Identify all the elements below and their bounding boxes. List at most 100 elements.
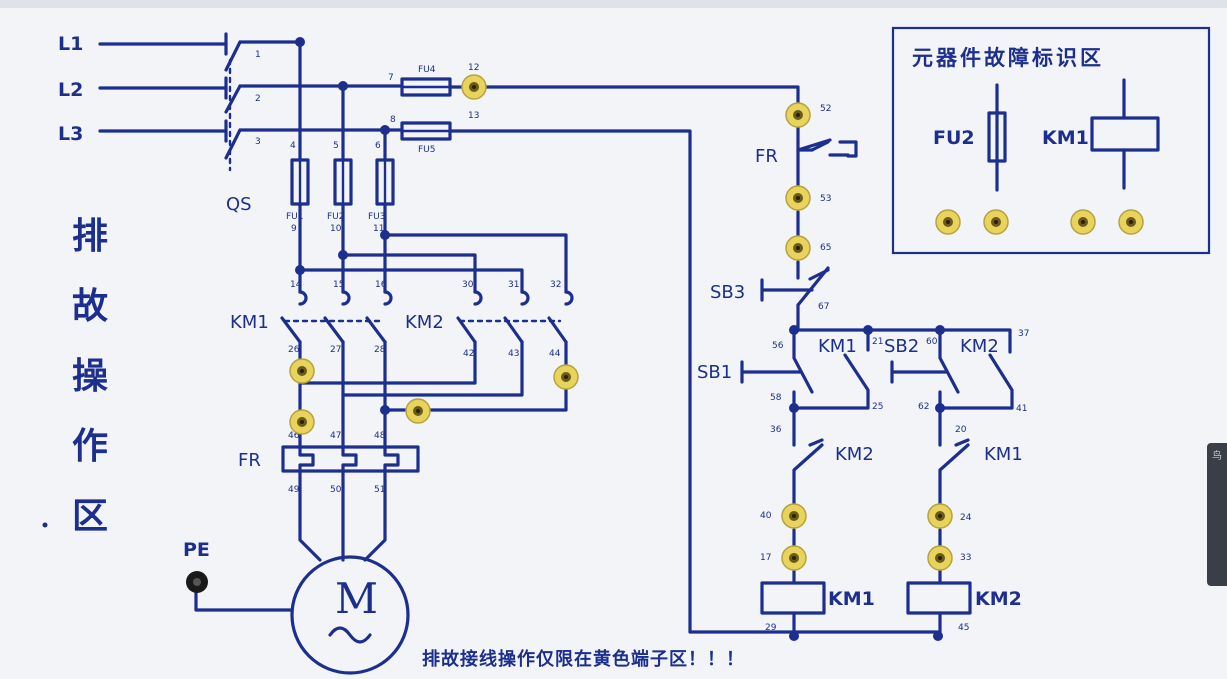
yellow-terminal[interactable] [781, 503, 807, 529]
yellow-terminal[interactable] [927, 503, 953, 529]
svg-text:62: 62 [918, 402, 929, 412]
label-KM1-hold: KM1 [818, 336, 857, 357]
label-FR-main: FR [238, 450, 261, 471]
yellow-terminal[interactable] [781, 545, 807, 571]
svg-text:41: 41 [1016, 404, 1027, 414]
svg-text:52: 52 [820, 104, 831, 114]
svg-text:58: 58 [770, 393, 782, 403]
motor-symbol [290, 555, 410, 675]
yellow-terminal[interactable] [553, 364, 579, 390]
edge-tab: 鸟 [1207, 443, 1227, 586]
label-FR-ctrl: FR [755, 146, 778, 167]
svg-text:43: 43 [508, 349, 519, 359]
svg-text:45: 45 [958, 623, 969, 633]
svg-text:11: 11 [373, 224, 384, 234]
yellow-terminal[interactable] [785, 102, 811, 128]
svg-text:36: 36 [770, 425, 782, 435]
svg-text:60: 60 [926, 337, 938, 347]
side-title: 排 故 操 作 区 [72, 216, 108, 537]
svg-text:5: 5 [333, 141, 339, 151]
svg-text:4: 4 [290, 141, 296, 151]
yellow-terminal[interactable] [289, 409, 315, 435]
side-title-char-4: 作 [72, 426, 108, 467]
label-KM2-interlock: KM2 [835, 444, 874, 465]
svg-text:46: 46 [288, 431, 300, 441]
svg-text:42: 42 [463, 349, 474, 359]
label-KM1-interlock: KM1 [984, 444, 1023, 465]
svg-text:30: 30 [462, 280, 474, 290]
side-title-char-3: 操 [72, 356, 108, 397]
svg-text:50: 50 [330, 485, 342, 495]
svg-text:28: 28 [374, 345, 386, 355]
label-KM1-main: KM1 [230, 312, 269, 333]
yellow-terminal[interactable] [927, 545, 953, 571]
svg-text:25: 25 [872, 402, 883, 412]
svg-text:6: 6 [375, 141, 381, 151]
svg-text:56: 56 [772, 341, 784, 351]
svg-text:44: 44 [549, 349, 561, 359]
label-QS: QS [226, 194, 252, 215]
label-FU2: FU2 [327, 212, 345, 222]
svg-text:9: 9 [291, 224, 297, 234]
label-KM1-coil: KM1 [828, 588, 875, 610]
svg-text:3: 3 [255, 137, 261, 147]
svg-text:7: 7 [388, 73, 394, 83]
yellow-terminal[interactable] [1118, 209, 1144, 235]
label-KM1-id: KM1 [1042, 127, 1089, 149]
svg-text:8: 8 [390, 115, 396, 125]
svg-text:29: 29 [765, 623, 777, 633]
yellow-terminal[interactable] [785, 185, 811, 211]
svg-text:1: 1 [255, 50, 261, 60]
svg-text:49: 49 [288, 485, 300, 495]
svg-text:12: 12 [468, 63, 479, 73]
svg-text:65: 65 [820, 243, 831, 253]
label-FU4: FU4 [418, 65, 436, 75]
svg-text:21: 21 [872, 337, 883, 347]
yellow-terminal[interactable] [405, 398, 431, 424]
svg-text:15: 15 [333, 280, 344, 290]
label-SB1: SB1 [697, 362, 732, 383]
label-FU3: FU3 [368, 212, 386, 222]
svg-text:26: 26 [288, 345, 300, 355]
svg-text:2: 2 [255, 94, 261, 104]
svg-text:47: 47 [330, 431, 341, 441]
side-title-char-5: 区 [72, 496, 108, 537]
label-L2: L2 [58, 79, 83, 101]
label-KM2-coil: KM2 [975, 588, 1022, 610]
svg-text:37: 37 [1018, 329, 1029, 339]
svg-text:40: 40 [760, 511, 772, 521]
svg-text:48: 48 [374, 431, 386, 441]
label-KM2-hold: KM2 [960, 336, 999, 357]
svg-text:27: 27 [330, 345, 341, 355]
svg-text:20: 20 [955, 425, 967, 435]
label-FU1: FU1 [286, 212, 304, 222]
footer-notice: 排故接线操作仅限在黄色端子区！！！ [422, 648, 745, 670]
label-SB3: SB3 [710, 282, 745, 303]
edge-label: 鸟 [1212, 451, 1222, 462]
label-L3: L3 [58, 123, 83, 145]
label-FU5: FU5 [418, 145, 436, 155]
label-PE: PE [183, 539, 210, 561]
yellow-terminal[interactable] [935, 209, 961, 235]
fault-indicator-box [891, 26, 1211, 255]
svg-text:14: 14 [290, 280, 302, 290]
yellow-terminal[interactable] [461, 74, 487, 100]
yellow-terminal[interactable] [983, 209, 1009, 235]
svg-text:51: 51 [374, 485, 385, 495]
fault-box-title: 元器件故障标识区 [912, 46, 1104, 70]
pe-terminal[interactable] [186, 571, 208, 593]
yellow-terminal[interactable] [1070, 209, 1096, 235]
label-L1: L1 [58, 33, 83, 55]
yellow-terminal[interactable] [289, 358, 315, 384]
label-KM2-main: KM2 [405, 312, 444, 333]
svg-text:33: 33 [960, 553, 971, 563]
yellow-terminal[interactable] [785, 235, 811, 261]
svg-text:31: 31 [508, 280, 519, 290]
svg-text:67: 67 [818, 302, 829, 312]
side-title-char-1: 排 [72, 216, 108, 257]
label-FU2-id: FU2 [933, 127, 975, 149]
side-title-char-2: 故 [72, 286, 108, 327]
svg-text:32: 32 [550, 280, 561, 290]
svg-text:10: 10 [330, 224, 342, 234]
